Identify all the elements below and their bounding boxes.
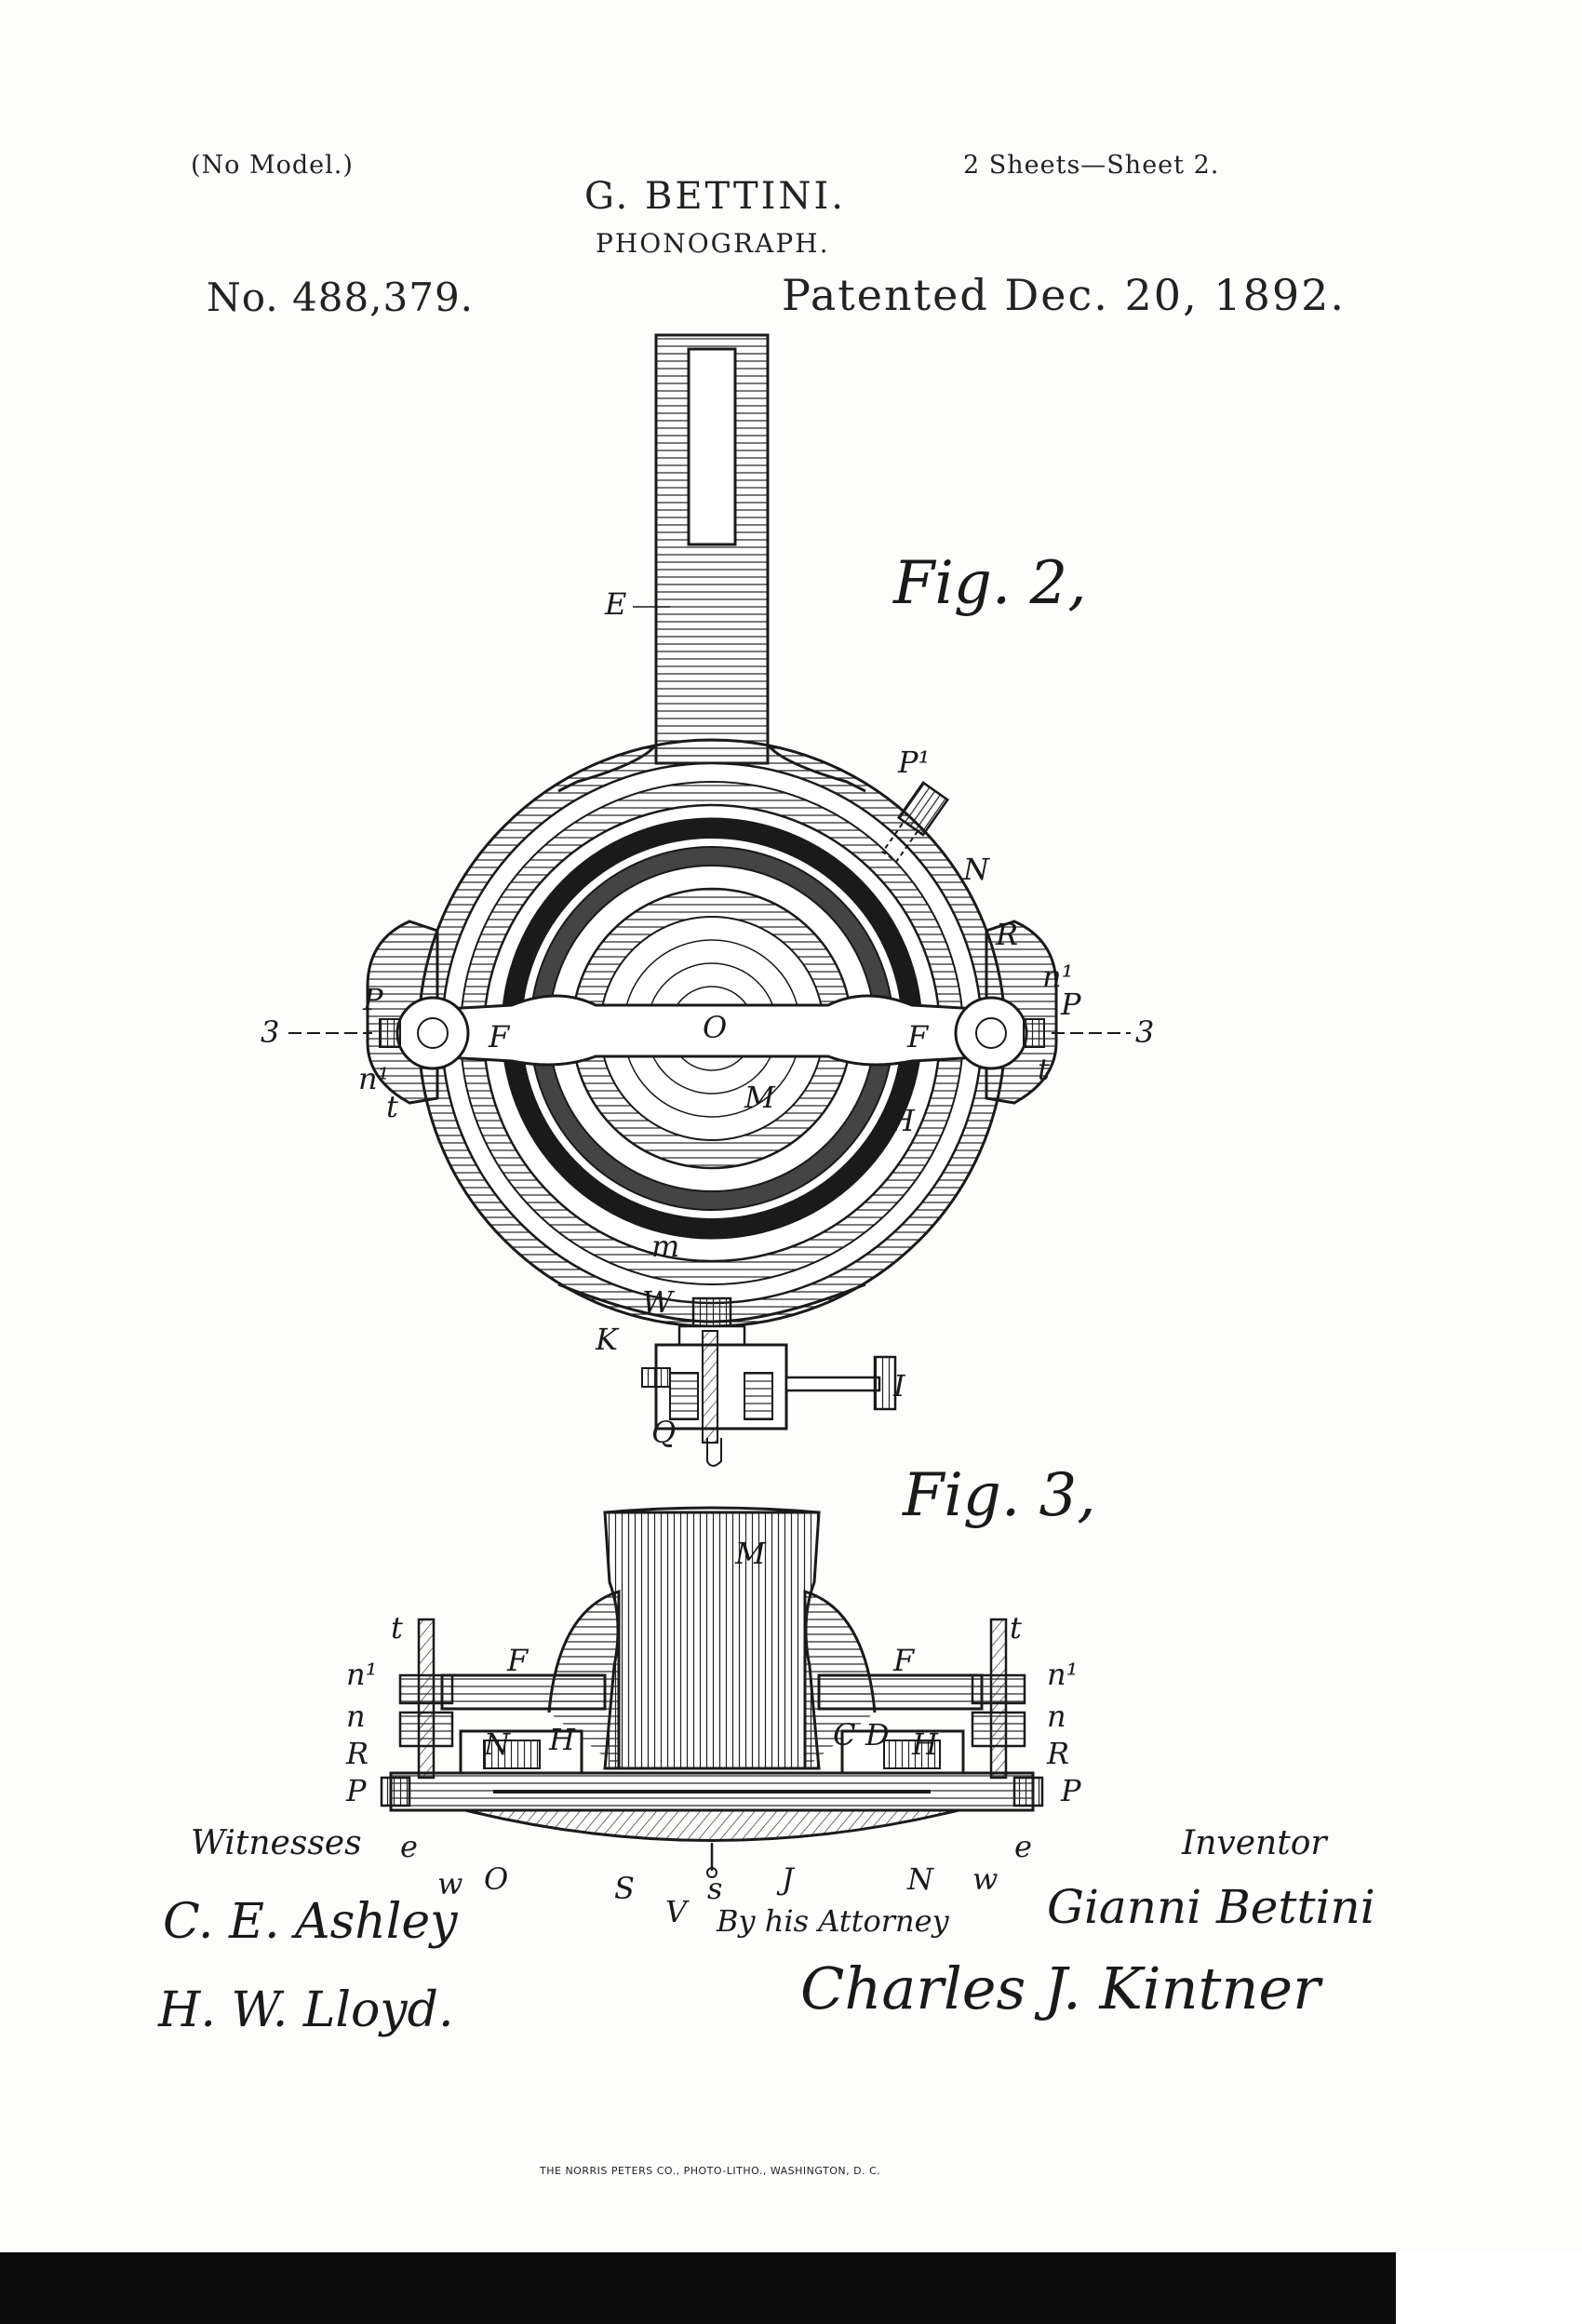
- pivot-right: [954, 996, 1028, 1070]
- fig3-label-j: J: [776, 1861, 796, 1897]
- inventor-label: Inventor: [1182, 1824, 1327, 1862]
- label-k: K: [595, 1322, 620, 1357]
- patent-number: No. 488,379.: [207, 275, 475, 320]
- attorney-label: By his Attorney: [717, 1903, 949, 1939]
- arm-slot: [687, 347, 737, 546]
- fig3-labels: M t n¹ n R P F N H t n¹ n R P F C D H e …: [345, 1536, 1081, 1929]
- attorney-signature: Charles J. Kintner: [800, 1955, 1321, 2022]
- label-3-left: 3: [261, 1014, 279, 1050]
- label-w: W: [642, 1284, 676, 1320]
- fig3-label-n-right: n: [1047, 1699, 1066, 1734]
- fig3-label-r-right: R: [1046, 1736, 1069, 1771]
- fig3-label-m: M: [734, 1536, 767, 1571]
- fig3-label-t-left: t: [391, 1610, 403, 1646]
- fig3-label-s-lower: s: [707, 1871, 722, 1906]
- inventor-signature: Gianni Bettini: [1047, 1880, 1375, 1934]
- label-f-right: F: [906, 1019, 930, 1055]
- fig2-title: Fig. 2,: [893, 549, 1087, 618]
- pivot-left: [396, 996, 470, 1070]
- model-note: (No Model.): [191, 151, 354, 180]
- fig3-label-n-left: n: [346, 1699, 366, 1734]
- fig3-label-f-right: F: [892, 1643, 916, 1678]
- label-p-left: P: [362, 982, 383, 1017]
- fig3-label-e-right: e: [1014, 1829, 1032, 1864]
- fig3-label-n1-left: n¹: [346, 1657, 377, 1692]
- label-n1-right: n¹: [1042, 959, 1073, 994]
- label-p1: P¹: [897, 745, 930, 780]
- label-m: M: [744, 1080, 776, 1115]
- label-e: E: [604, 586, 626, 622]
- fig3-label-c: C: [833, 1717, 855, 1753]
- arm-e: [654, 333, 770, 765]
- label-t-right: t: [1038, 1052, 1050, 1087]
- fig3-label-v: V: [665, 1894, 690, 1929]
- fig3-drawing: [380, 1506, 1044, 1878]
- fig3-label-t-right: t: [1010, 1610, 1022, 1646]
- label-h: H: [888, 1103, 916, 1138]
- fig3-mouthpiece: [603, 1511, 821, 1770]
- fig3-label-e-left: e: [400, 1829, 418, 1864]
- label-i: I: [892, 1368, 906, 1404]
- fig3-label-o: O: [484, 1861, 508, 1897]
- fig3-label-n-lower: N: [906, 1861, 934, 1897]
- screw-i: [784, 1376, 881, 1392]
- fig3-label-p-right: P: [1060, 1773, 1081, 1808]
- fig2-labels: E P¹ N R n¹ P 3 t P 3 n¹ t F F O M H m W…: [261, 586, 1154, 1450]
- fig3-label-w-left: w: [437, 1866, 463, 1901]
- label-3-right: 3: [1135, 1014, 1154, 1050]
- scan-border: [0, 2252, 1396, 2324]
- label-o: O: [703, 1010, 727, 1045]
- fig3-label-n-inner: N: [483, 1726, 511, 1762]
- label-n: N: [962, 852, 990, 887]
- fig3-crossbar-left: [440, 1673, 607, 1711]
- printer-credit: THE NORRIS PETERS CO., PHOTO-LITHO., WAS…: [540, 2165, 881, 2177]
- fig3-label-p-left: P: [345, 1773, 367, 1808]
- witness-signature-1: C. E. Ashley: [163, 1894, 458, 1950]
- diaphragm: [464, 1808, 959, 1842]
- witness-signature-2: H. W. Lloyd.: [158, 1982, 454, 2038]
- patent-date: Patented Dec. 20, 1892.: [782, 270, 1346, 320]
- fig2-drawing: [288, 333, 1131, 1467]
- label-p-right: P: [1060, 987, 1081, 1022]
- fig3-label-n1-right: n¹: [1047, 1657, 1078, 1692]
- invention-title: PHONOGRAPH.: [596, 228, 830, 259]
- scan-margin: [1396, 2252, 1582, 2324]
- fig3-crossbar-right: [817, 1673, 984, 1711]
- label-q: Q: [651, 1415, 676, 1450]
- fig3-label-s-upper: S: [614, 1871, 635, 1906]
- inventor-name: G. BETTINI.: [584, 175, 846, 218]
- label-n1-left: n¹: [358, 1061, 389, 1096]
- sheet-count: 2 Sheets—Sheet 2.: [963, 151, 1220, 180]
- fig3-label-r-left: R: [345, 1736, 369, 1771]
- label-r: R: [995, 917, 1018, 952]
- fig3-title: Fig. 3,: [903, 1461, 1096, 1530]
- fig3-label-w-right: w: [972, 1861, 998, 1897]
- fig3-label-h-left: H: [548, 1722, 576, 1757]
- fig3-label-d: D: [865, 1717, 890, 1753]
- label-m-lower: m: [651, 1229, 679, 1264]
- label-t-left: t: [386, 1089, 398, 1124]
- label-f-left: F: [488, 1019, 511, 1055]
- fig3-label-h-right: H: [911, 1726, 939, 1762]
- witnesses-label: Witnesses: [191, 1824, 362, 1862]
- fig3-label-f-left: F: [506, 1643, 530, 1678]
